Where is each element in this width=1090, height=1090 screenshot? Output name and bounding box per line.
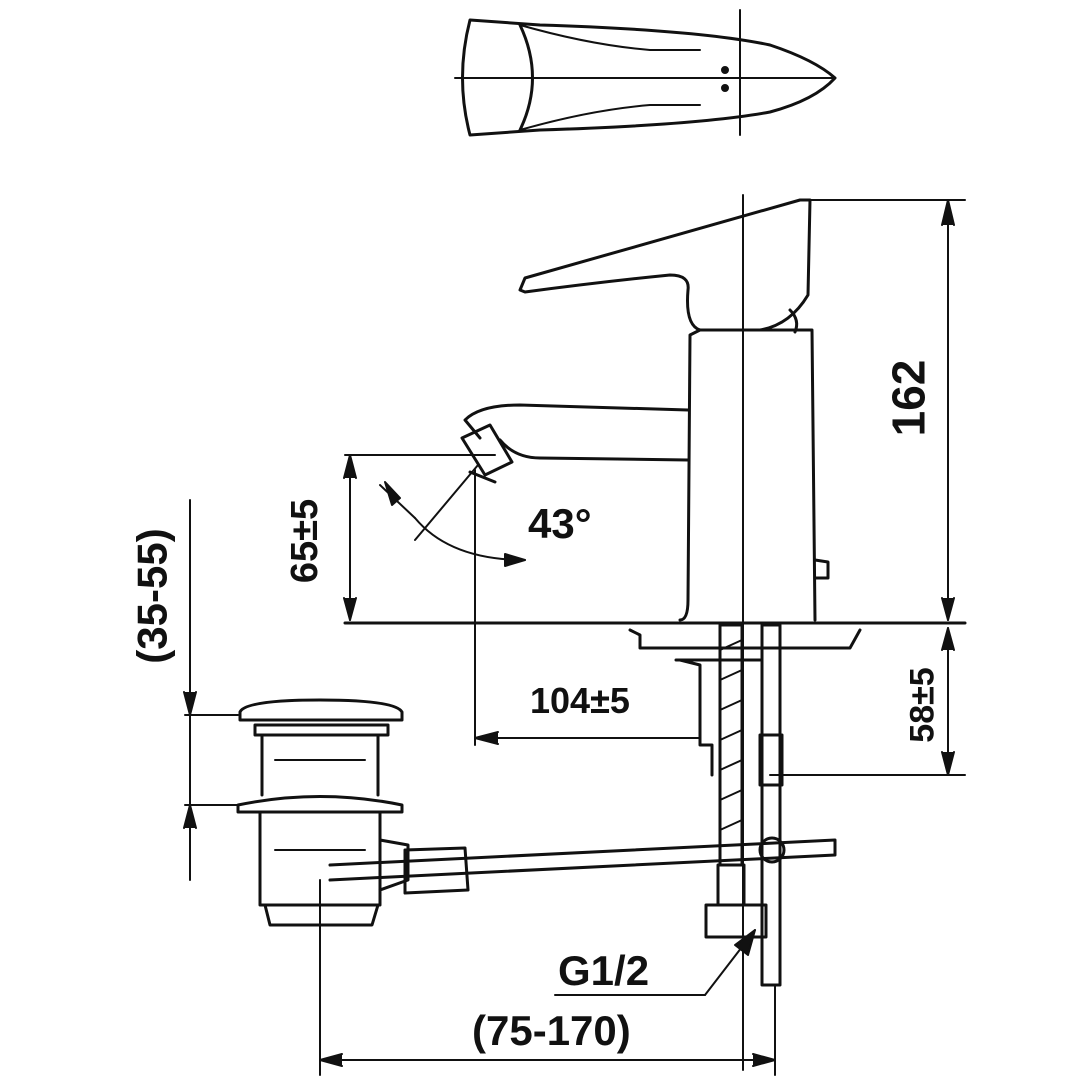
below-deck-label: 58±5 <box>903 667 942 743</box>
connection-label: G1/2 <box>558 947 650 994</box>
height-total-label: 162 <box>882 359 935 437</box>
deck <box>343 621 967 777</box>
popup-waste <box>236 698 410 927</box>
popup-range-label: (35-55) <box>128 528 176 664</box>
dimension-lines <box>183 199 966 1076</box>
spout-height-label: 65±5 <box>284 498 327 584</box>
supply-hoses <box>704 623 784 987</box>
spout-angle-label: 43° <box>528 500 592 547</box>
popup-rod <box>328 836 837 895</box>
lever <box>518 198 812 334</box>
top-view-handle <box>454 9 837 137</box>
mixer-body <box>460 328 830 622</box>
spout-reach-label: 104±5 <box>530 680 630 721</box>
rod-range-label: (75-170) <box>472 1007 631 1054</box>
